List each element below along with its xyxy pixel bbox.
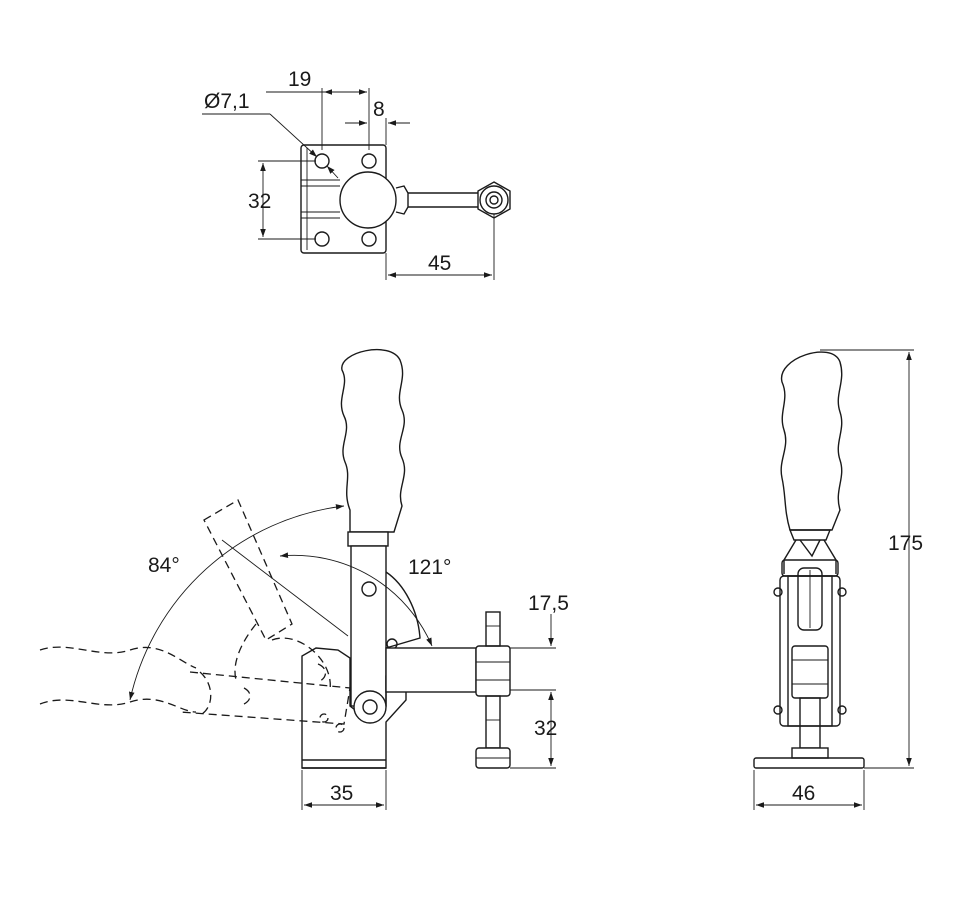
dim-base-width: 46	[792, 782, 815, 805]
front-view: 175 46	[753, 349, 923, 810]
dim-base-to-spindle: 32	[534, 717, 557, 740]
front-handle-grip	[780, 351, 843, 531]
top-view: 19 8 Ø7,1 32 45	[202, 68, 511, 280]
handle-grip	[340, 348, 406, 533]
dim-hole-spacing-y: 32	[248, 190, 271, 213]
lever-arm	[350, 545, 387, 707]
mounting-hole	[361, 231, 377, 247]
dim-spindle-height: 17,5	[528, 592, 569, 615]
dim-angle-stroke: 121°	[408, 556, 451, 579]
spindle-arm	[385, 647, 477, 693]
side-view: 84° 121° 17,5 32 35	[39, 348, 569, 810]
dim-base-length: 35	[330, 782, 353, 805]
front-spindle-nut	[791, 645, 829, 699]
dim-spindle-reach: 45	[428, 252, 451, 275]
spindle-nut-side	[475, 645, 511, 697]
mounting-hole	[314, 153, 330, 169]
dim-hole-diameter: Ø7,1	[204, 90, 250, 113]
dim-hole-offset: 8	[373, 98, 385, 121]
dim-angle-open: 84°	[148, 554, 180, 577]
dim-total-height: 175	[888, 532, 923, 555]
handle-knob	[339, 171, 397, 229]
dim-hole-spacing-x: 19	[288, 68, 311, 91]
mounting-hole	[314, 231, 330, 247]
front-base-plate	[753, 757, 865, 769]
spindle-nut	[477, 181, 511, 219]
mounting-hole	[361, 153, 377, 169]
